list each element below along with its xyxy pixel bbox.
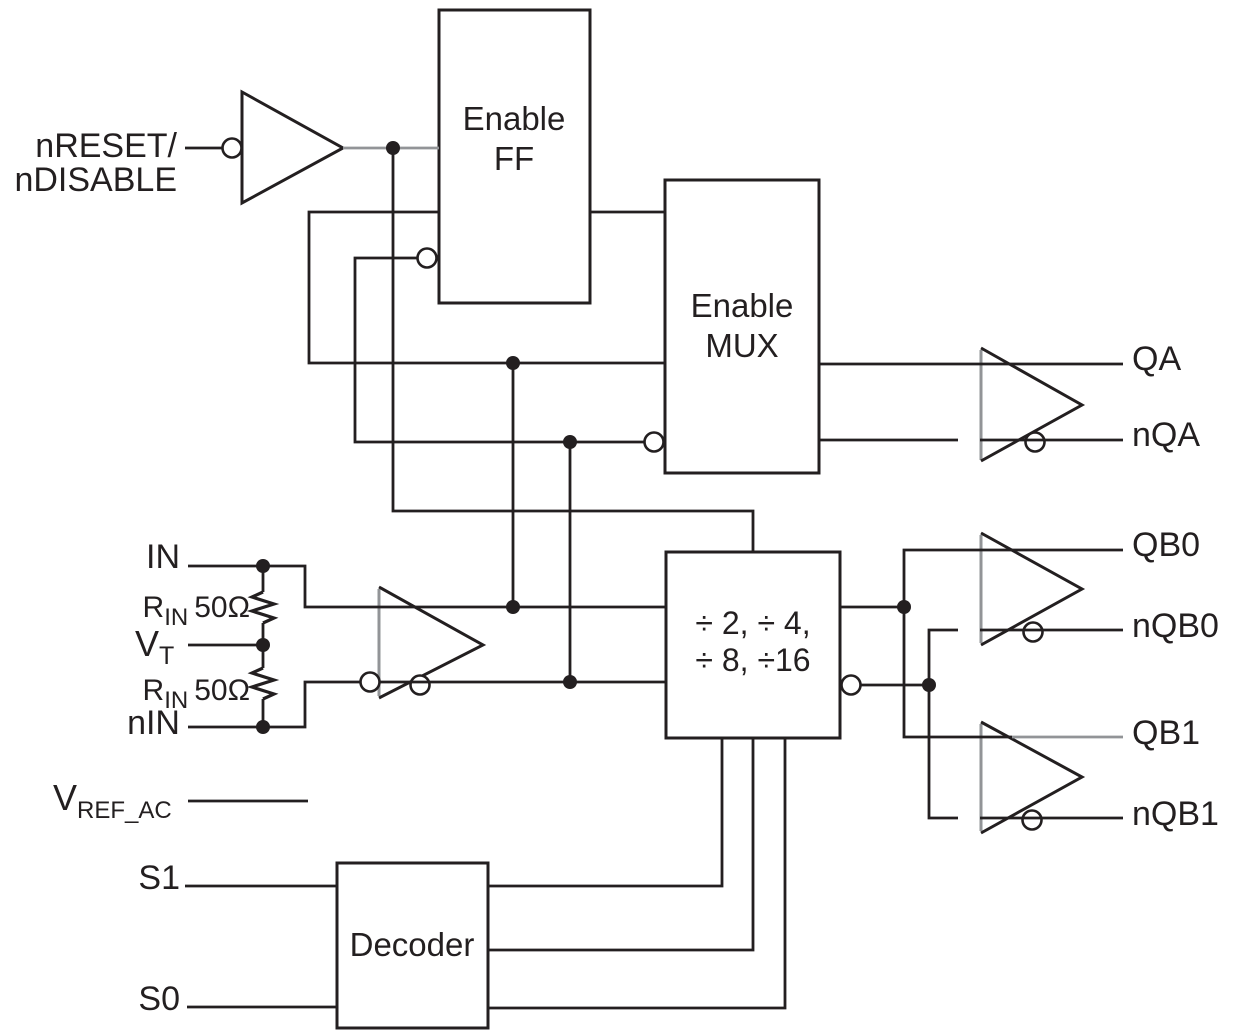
junction-dot (563, 435, 577, 449)
s1-label: S1 (138, 859, 180, 897)
wire-comp-feedback (353, 256, 645, 444)
junction-dot (897, 600, 911, 614)
qb0-output-buffer-icon (979, 531, 1086, 647)
junction-dot (506, 356, 520, 370)
wire-in-path (188, 564, 666, 609)
wire-nreset-to-divider (391, 148, 755, 553)
junction-dot (386, 141, 400, 155)
vt-label: VT (135, 623, 174, 670)
nqb0-slope-bubble-icon (1022, 621, 1044, 643)
enable-mux-block (663, 178, 821, 475)
nqa-label: nQA (1132, 416, 1200, 454)
rin-resistor-bottom-icon (246, 666, 280, 701)
nreset-buffer-icon (240, 89, 347, 206)
wire-decoder-out1 (488, 738, 724, 888)
nreset-label-line2: nDISABLE (14, 161, 177, 199)
junction-dot (506, 600, 520, 614)
junction-dot (256, 720, 270, 734)
qa-output-buffer-icon (979, 346, 1086, 463)
nqb1-slope-bubble-icon (1021, 809, 1043, 831)
divider-label-line2: ÷ 8, ÷16 (695, 642, 810, 678)
nqb0-label: nQB0 (1132, 607, 1219, 645)
wire-nin-path (188, 680, 360, 729)
nqb1-label: nQB1 (1132, 795, 1219, 833)
enable-mux-label-line1: Enable (691, 287, 794, 324)
qb0-label: QB0 (1132, 526, 1200, 564)
divider-label-line1: ÷ 2, ÷ 4, (695, 605, 810, 641)
nreset-label-line1: nRESET/ (35, 127, 177, 165)
wire-qb-true-rail (902, 548, 1123, 739)
wire-decoder-out3 (488, 738, 787, 1010)
wires (185, 146, 1123, 1010)
vref-ac-label: VREF_AC (53, 777, 172, 824)
enable-ff-input-bubble-icon (416, 247, 438, 269)
enable-ff-block (437, 8, 592, 305)
enable-ff-label-line2: FF (494, 140, 534, 177)
enable-mux-label-line2: MUX (705, 327, 778, 364)
wire-true-feedback (307, 210, 665, 365)
junction-dot (922, 678, 936, 692)
decoder-label: Decoder (350, 926, 475, 963)
input-buffer-bubble-icon (359, 671, 381, 693)
enable-mux-input-bubble-icon (643, 431, 665, 453)
junction-dot (256, 559, 270, 573)
junction-dot (256, 638, 270, 652)
nreset-input-bubble-icon (221, 137, 243, 159)
qb1-label: QB1 (1132, 714, 1200, 752)
decoder-block (335, 861, 490, 1030)
junction-dots (256, 141, 936, 734)
nin-label: nIN (127, 704, 180, 742)
divider-output-bubble-icon (840, 674, 862, 696)
qa-label: QA (1132, 340, 1181, 378)
rin-resistor-top-icon (246, 590, 280, 625)
wire-decoder-out2 (488, 738, 755, 952)
input-buffer-slope-bubble-icon (409, 674, 431, 696)
junction-dot (563, 675, 577, 689)
enable-ff-label-line1: Enable (463, 100, 566, 137)
nqa-slope-bubble-icon (1024, 431, 1046, 453)
qb1-output-buffer-icon (979, 720, 1086, 835)
in-label: IN (146, 538, 180, 576)
wire-qb-comp-rail (927, 628, 958, 820)
s0-label: S0 (138, 980, 180, 1018)
